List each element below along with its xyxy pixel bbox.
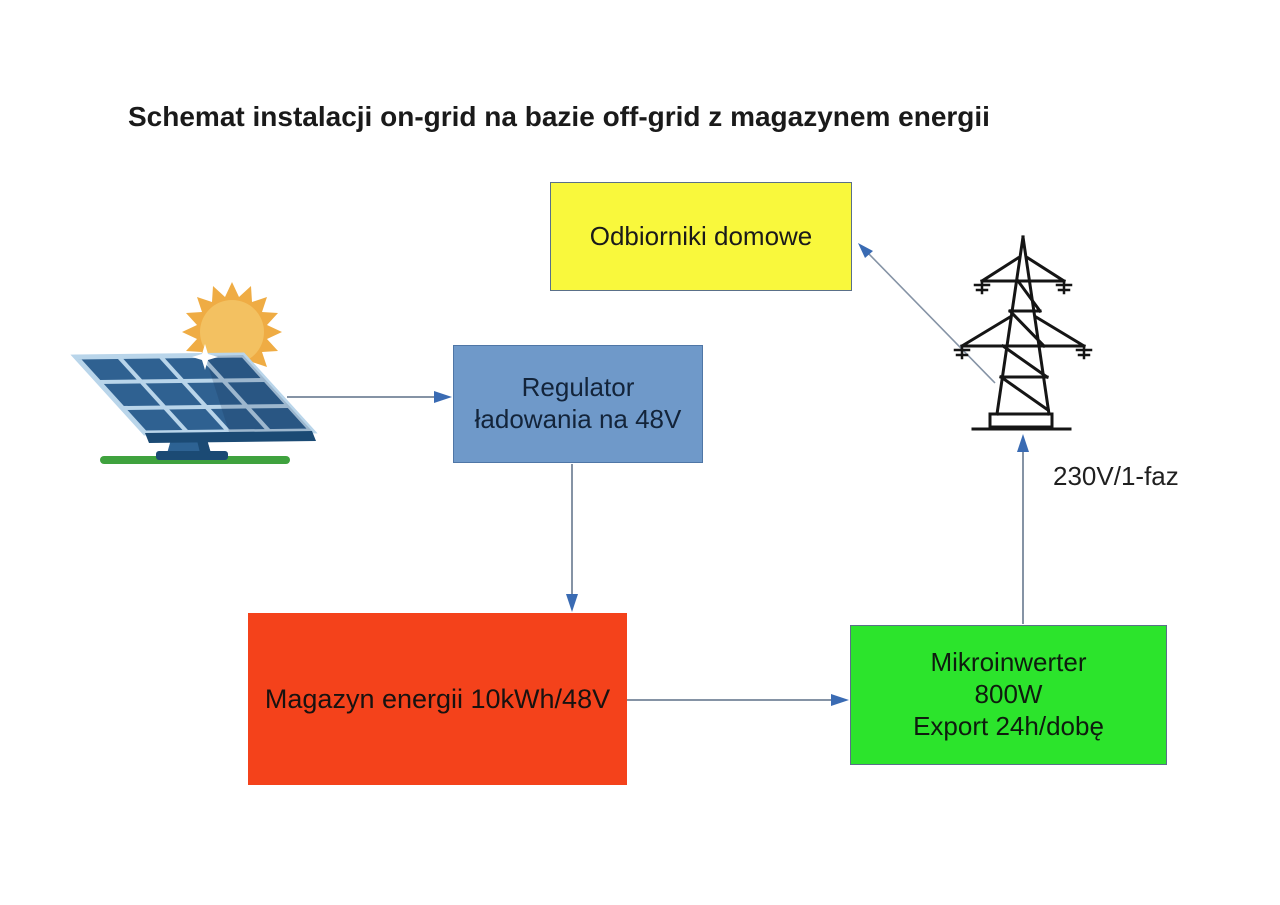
panel-stand [100,436,290,464]
node-regulator-ladowania-label: Regulator ładowania na 48V [474,372,682,434]
arrow-grid-to-loads [858,243,996,384]
solar-panel-icon [70,344,318,443]
diagram-title: Schemat instalacji on-grid na bazie off-… [128,101,990,132]
node-odbiorniki-domowe: Odbiorniki domowe [550,182,852,291]
node-magazyn-energii-label: Magazyn energii 10kWh/48V [264,683,611,714]
node-mikroinwerter: Mikroinwerter 800W Export 24h/dobę [850,625,1167,765]
node-odbiorniki-domowe-label: Odbiorniki domowe [589,220,813,251]
node-mikroinwerter-label: Mikroinwerter 800W Export 24h/dobę [913,647,1104,741]
edge-label-230v: 230V/1-faz [1053,461,1179,491]
arrow-storage-to-inverter [627,694,849,706]
node-regulator-ladowania: Regulator ładowania na 48V [453,345,703,463]
power-pylon-icon [953,235,1093,431]
arrow-regulator-to-storage [566,464,578,612]
arrow-inverter-to-grid [1017,434,1029,624]
arrow-panel-to-regulator [287,391,452,403]
node-magazyn-energii: Magazyn energii 10kWh/48V [248,613,627,785]
